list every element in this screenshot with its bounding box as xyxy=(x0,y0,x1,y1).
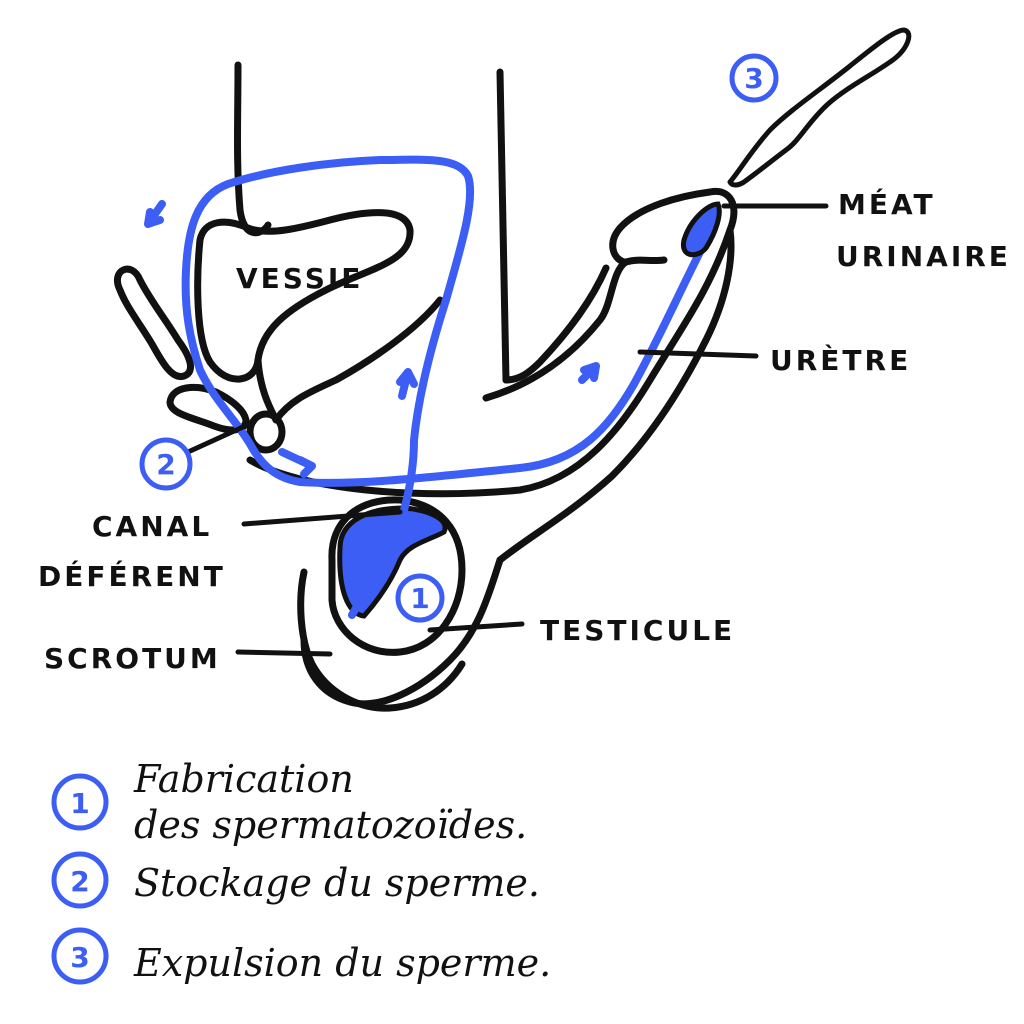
marker-2: 2 xyxy=(139,437,193,491)
ejection-stream xyxy=(727,27,912,188)
leader-lines xyxy=(185,203,829,657)
marker-3-text: 3 xyxy=(744,62,763,95)
label-vessie: VESSIE xyxy=(236,262,363,295)
penis-outline xyxy=(246,187,738,708)
bladder xyxy=(194,209,444,424)
body-outline xyxy=(234,61,668,402)
legend-item-2-line1: Stockage du sperme. xyxy=(134,861,540,905)
label-canal-line1: CANAL xyxy=(92,510,212,543)
sperm-path xyxy=(181,155,722,619)
label-canal-line2: DÉFÉRENT xyxy=(38,559,226,593)
marker-1-text: 1 xyxy=(410,582,429,615)
legend-item-3-line1: Expulsion du sperme. xyxy=(133,941,551,985)
legend-item-2-number: 2 xyxy=(70,865,89,898)
legend-item-1-line2: des spermatozoïdes. xyxy=(134,803,527,847)
label-uretre: URÈTRE xyxy=(770,343,911,377)
legend-item-1-line1: Fabrication xyxy=(133,757,354,801)
legend-item-1: 1 Fabrication des spermatozoïdes. xyxy=(51,757,527,847)
label-meat-line1: MÉAT xyxy=(838,187,936,221)
legend: 1 Fabrication des spermatozoïdes. 2 Stoc… xyxy=(51,757,551,985)
seminal-vesicle xyxy=(114,265,250,434)
marker-2-text: 2 xyxy=(156,448,175,481)
flow-arrows xyxy=(144,200,600,478)
marker-3: 3 xyxy=(729,53,779,103)
label-testicule: TESTICULE xyxy=(540,614,735,647)
label-scrotum: SCROTUM xyxy=(44,642,221,675)
legend-item-2: 2 Stockage du sperme. xyxy=(51,851,540,909)
marker-1: 1 xyxy=(395,573,445,623)
label-meat-line2: URINAIRE xyxy=(836,240,1011,273)
legend-item-1-number: 1 xyxy=(70,787,89,820)
scrotum-shape xyxy=(297,568,466,712)
legend-item-3-number: 3 xyxy=(70,941,89,974)
legend-item-3: 3 Expulsion du sperme. xyxy=(51,927,551,985)
prostate xyxy=(246,410,286,454)
